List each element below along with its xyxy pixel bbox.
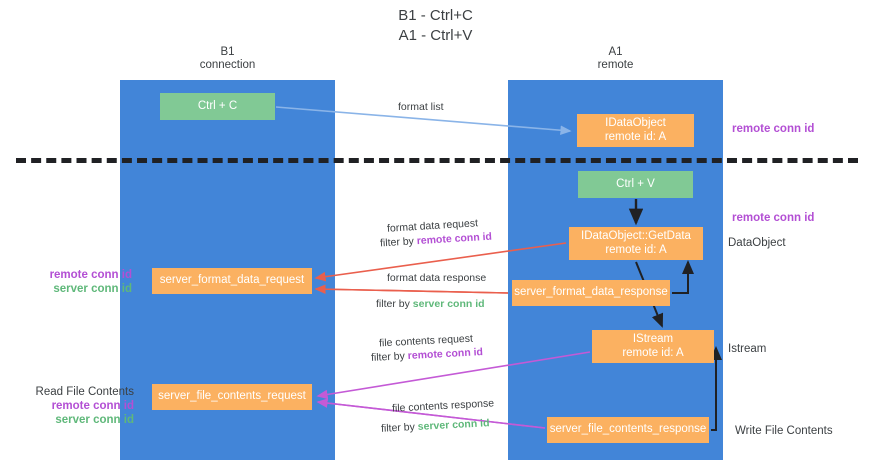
annotation-istream: Istream xyxy=(728,342,766,356)
edge-label-format-list: format list xyxy=(398,101,444,113)
annotation-read-file-contents: Read File Contents xyxy=(35,386,134,398)
node-ctrl-v[interactable]: Ctrl + V xyxy=(578,171,693,198)
node-istream-remote-id: remote id: A xyxy=(622,346,684,359)
lane-subtitle-a1: remote xyxy=(597,59,634,71)
title-line-1: B1 - Ctrl+C xyxy=(398,7,473,24)
edge-label-file-contents-response: file contents response xyxy=(391,397,495,415)
node-getdata-remote-id: remote id: A xyxy=(605,243,667,256)
node-getdata-title: IDataObject::GetData xyxy=(581,230,691,242)
filter-by-text-1: filter by xyxy=(379,235,418,250)
node-server-file-contents-response-label: server_file_contents_response xyxy=(549,423,707,436)
node-ctrl-c[interactable]: Ctrl + C xyxy=(160,93,275,120)
node-istream[interactable]: IStream remote id: A xyxy=(592,330,714,363)
annotation-istream-text: Istream xyxy=(728,343,767,355)
diagram-title: B1 - Ctrl+C A1 - Ctrl+V xyxy=(0,6,871,46)
edge-label-filter-server-conn-id-2: filter by server conn id xyxy=(381,417,490,436)
annotation-conn-ids-lower: Read File Contents remote conn id server… xyxy=(22,385,134,427)
edge-label-format-data-response: format data response xyxy=(387,272,487,284)
node-server-file-contents-request[interactable]: server_file_contents_request xyxy=(152,384,312,410)
lane-subtitle-b1: connection xyxy=(199,59,256,71)
server-conn-id-text-2: server conn id xyxy=(417,417,490,433)
node-idataobject-getdata[interactable]: IDataObject::GetData remote id: A xyxy=(569,227,703,260)
filter-by-text-2: filter by xyxy=(376,298,413,310)
remote-conn-id-text-2: remote conn id xyxy=(407,346,484,362)
lane-title-a1: A1 xyxy=(608,46,623,58)
annotation-left2-server-conn-id: server conn id xyxy=(55,414,134,426)
node-server-format-data-response[interactable]: server_format_data_response xyxy=(512,280,670,306)
node-server-file-contents-request-label: server_file_contents_request xyxy=(158,390,306,403)
annotation-left-remote-conn-id: remote conn id xyxy=(49,269,132,281)
lane-header-a1: A1 remote xyxy=(508,46,723,72)
node-server-format-data-request[interactable]: server_format_data_request xyxy=(152,268,312,294)
annotation-remote-conn-id-top-text: remote conn id xyxy=(732,123,815,135)
node-server-file-contents-response[interactable]: server_file_contents_response xyxy=(547,417,709,443)
lane-header-b1: B1 connection xyxy=(120,46,335,72)
node-idataobject-remote-id: remote id: A xyxy=(604,130,667,143)
annotation-left-server-conn-id: server conn id xyxy=(53,283,132,295)
annotation-remote-conn-id-top: remote conn id xyxy=(732,122,814,136)
lane-title-b1: B1 xyxy=(220,46,235,58)
node-ctrl-c-label: Ctrl + C xyxy=(197,99,238,112)
annotation-remote-conn-id-mid-text: remote conn id xyxy=(732,212,815,224)
annotation-write-file-contents: Write File Contents xyxy=(735,424,833,438)
annotation-left2-remote-conn-id: remote conn id xyxy=(51,400,134,412)
annotation-remote-conn-id-mid: remote conn id xyxy=(732,211,814,225)
server-conn-id-text-1: server conn id xyxy=(412,298,485,310)
node-istream-title: IStream xyxy=(632,333,674,345)
annotation-dataobject-text: DataObject xyxy=(728,237,786,249)
filter-by-text-3: filter by xyxy=(370,350,409,364)
filter-by-text-4: filter by xyxy=(380,420,419,435)
title-line-2: A1 - Ctrl+V xyxy=(398,27,473,44)
annotation-dataobject: DataObject xyxy=(728,236,786,250)
edge-label-filter-server-conn-id-1: filter by server conn id xyxy=(376,298,485,311)
phase-separator xyxy=(16,158,858,163)
node-ctrl-v-label: Ctrl + V xyxy=(616,177,655,190)
annotation-write-file-contents-text: Write File Contents xyxy=(735,425,833,437)
node-idataobject[interactable]: IDataObject remote id: A xyxy=(577,114,694,147)
annotation-conn-ids-upper: remote conn id server conn id xyxy=(22,268,132,296)
node-server-format-data-response-label: server_format_data_response xyxy=(514,286,668,299)
node-server-format-data-request-label: server_format_data_request xyxy=(159,274,305,287)
node-idataobject-title: IDataObject xyxy=(605,117,666,129)
